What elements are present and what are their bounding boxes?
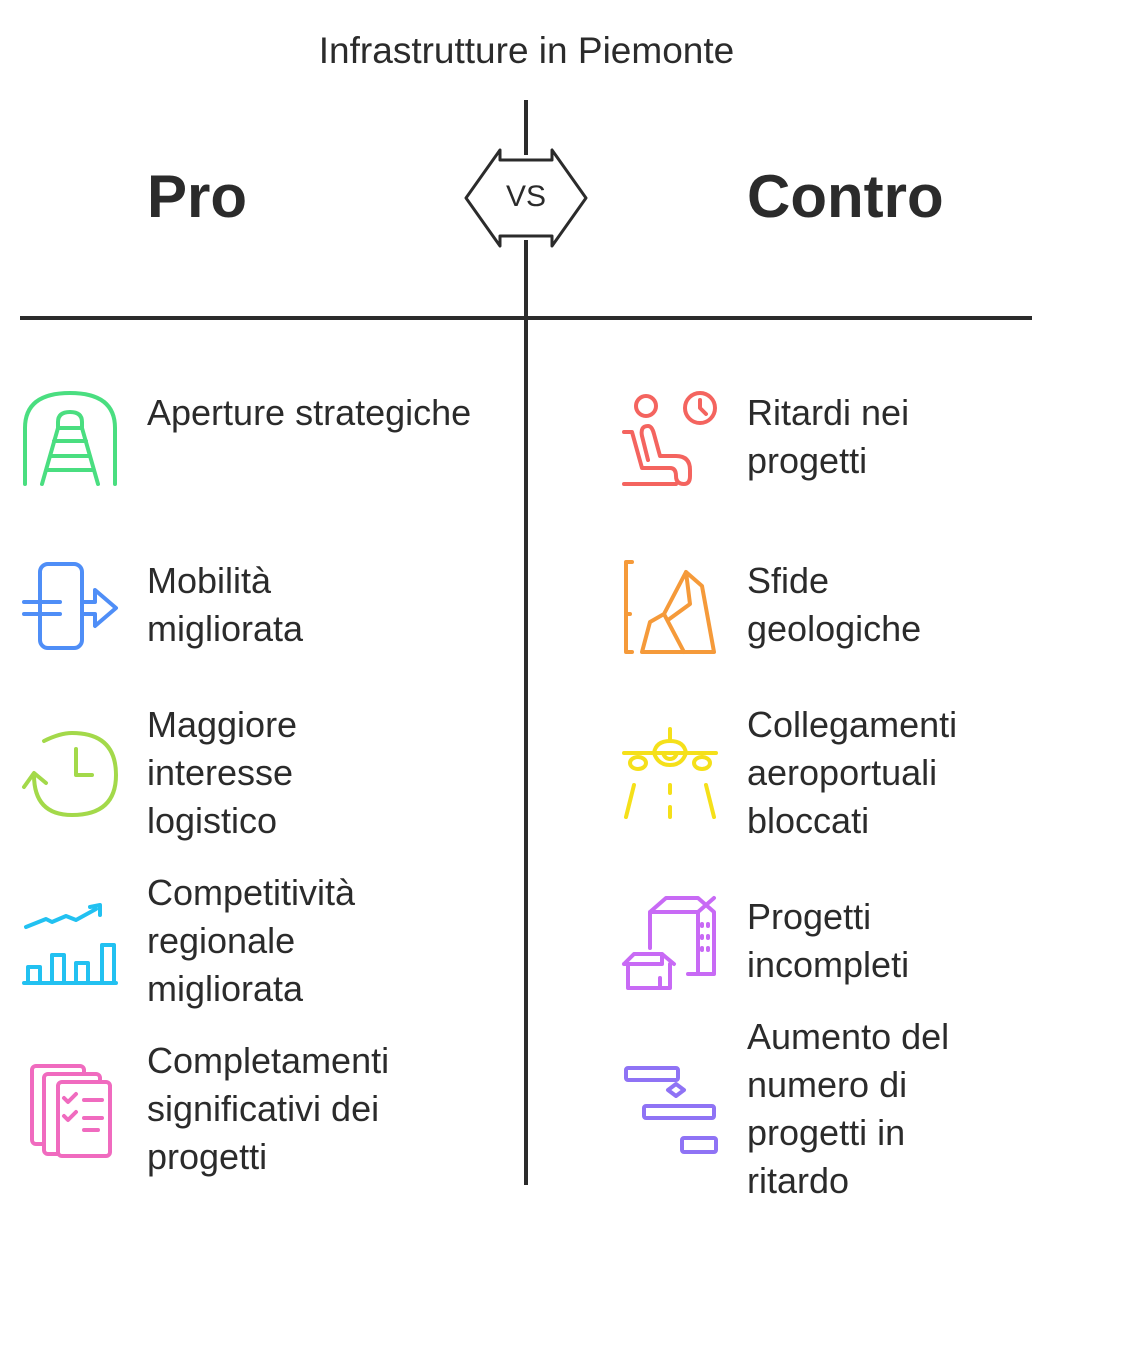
exit-arrow-icon: [22, 562, 118, 650]
waiting-person-clock-icon: [622, 391, 717, 486]
gantt-chart-icon: [624, 1066, 718, 1154]
clock-history-icon: [22, 731, 118, 817]
growth-chart-icon: [22, 903, 118, 985]
contro-item-label: Ritardi nei progetti: [747, 392, 910, 481]
contro-item-label: Aumento del numero di progetti in ritard…: [747, 1016, 950, 1201]
pro-item-label: Aperture strategiche: [147, 392, 472, 433]
mountain-rock-icon: [624, 560, 716, 654]
contro-item-label: Collegamenti aeroportuali bloccati: [747, 704, 958, 841]
pro-heading: Pro: [147, 163, 248, 230]
pro-item-label: Completamenti significativi dei progetti: [147, 1040, 390, 1177]
pro-item-label: Mobilità migliorata: [147, 560, 304, 649]
contro-item-label: Progetti incompleti: [747, 896, 910, 985]
contro-heading: Contro: [747, 163, 944, 230]
checklist-icon: [30, 1064, 112, 1158]
contro-item-label: Sfide geologiche: [747, 560, 922, 649]
airplane-icon: [622, 727, 718, 819]
vs-label: VS: [505, 180, 547, 213]
tunnel-railway-icon: [23, 390, 117, 486]
diagram-title: Infrastrutture in Piemonte: [318, 30, 735, 71]
pro-item-label: Competitività regionale migliorata: [147, 872, 356, 1009]
vs-double-arrow-icon: [464, 148, 588, 248]
pro-item-label: Maggiore interesse logistico: [147, 704, 298, 841]
buildings-icon: [622, 896, 716, 990]
